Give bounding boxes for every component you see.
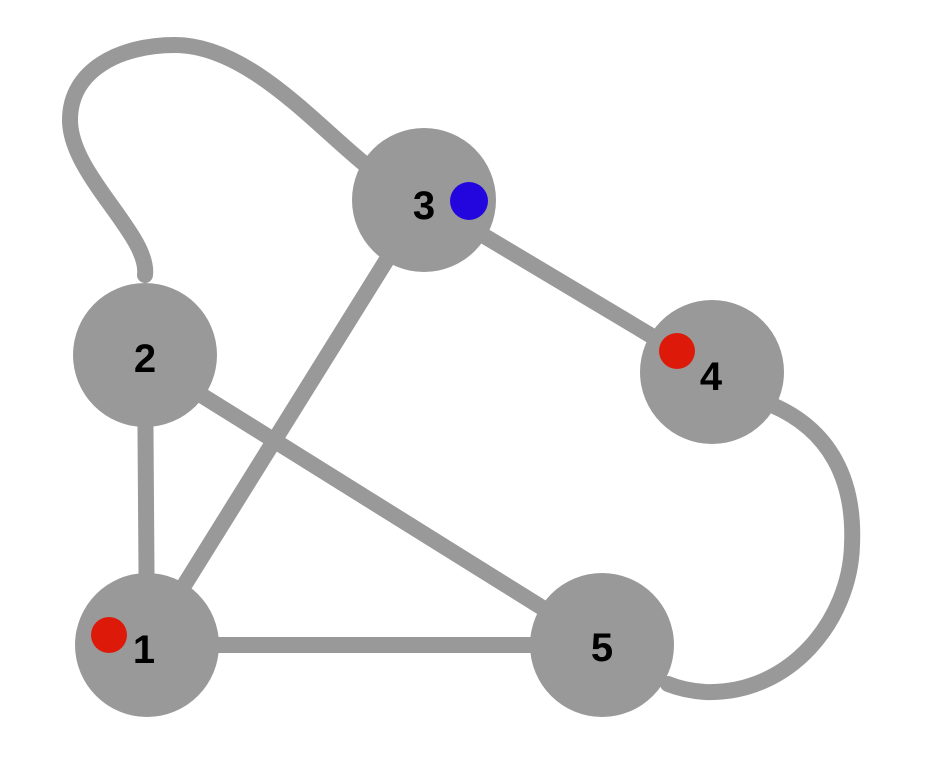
node-5-circle (530, 573, 674, 717)
node-1-circle (75, 573, 219, 717)
node-2-label: 2 (134, 337, 156, 381)
node-5-label: 5 (591, 626, 613, 670)
edge-1-3 (139, 192, 432, 653)
node-4-label: 4 (700, 355, 723, 399)
node-5[interactable]: 5 (530, 573, 674, 717)
node-3-label: 3 (413, 184, 435, 228)
node-2[interactable]: 2 (73, 283, 217, 427)
node-3[interactable]: 3 (352, 128, 496, 272)
node-1-marker-red (91, 617, 127, 653)
edge-2-3 (62, 37, 380, 283)
node-1[interactable]: 1 (75, 573, 219, 717)
node-2-circle (73, 283, 217, 427)
node-4[interactable]: 4 (640, 300, 784, 444)
node-3-circle (352, 128, 496, 272)
edge-2-5 (137, 352, 610, 653)
edge-4-5 (660, 397, 861, 701)
node-4-marker-red (659, 333, 695, 369)
node-1-label: 1 (133, 628, 155, 672)
nodes-layer: 1 2 3 4 5 (73, 128, 784, 717)
node-3-marker-blue (450, 182, 488, 220)
